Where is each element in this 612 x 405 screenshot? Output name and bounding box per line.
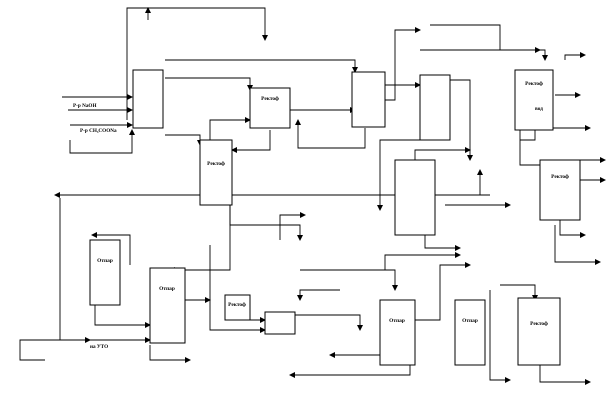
flow-line	[385, 27, 421, 101]
stream-label: на УТО	[90, 344, 108, 350]
flow-line	[500, 284, 538, 301]
process-unit: Ректоф	[514, 69, 554, 131]
flow-line	[279, 212, 306, 240]
unit-label: Ректоф	[228, 301, 246, 308]
process-unit	[394, 159, 436, 236]
unit-label: Ректоф	[261, 95, 279, 102]
flow-line	[169, 205, 231, 273]
process-units: Ректоф Ректоф Отпар Ректоф Отпар	[89, 69, 581, 366]
flow-line	[149, 345, 191, 363]
flow-line	[165, 59, 358, 73]
process-unit: Ректоф	[199, 139, 233, 206]
flow-line	[300, 269, 398, 291]
process-unit: Отпар	[379, 299, 416, 366]
process-unit: Отпар	[89, 239, 121, 306]
process-unit: Ректоф	[224, 294, 251, 321]
unit-label: Отпар	[389, 318, 405, 324]
flow-lines	[19, 7, 606, 385]
flow-line	[165, 134, 203, 146]
flow-line	[91, 232, 131, 265]
stream-labels: Р-р NaOH Р-р CH₃COONa вод на УТО	[73, 103, 543, 350]
flow-line	[165, 77, 253, 91]
flow-line	[209, 245, 266, 333]
flow-line	[559, 218, 586, 238]
flow-line	[414, 147, 471, 160]
process-unit	[351, 71, 386, 128]
flow-line	[69, 129, 135, 154]
process-unit	[264, 311, 296, 335]
flow-line	[554, 225, 601, 265]
process-unit: Ректоф	[539, 159, 581, 221]
process-unit: Ректоф	[517, 297, 561, 366]
flow-line	[430, 24, 548, 61]
stream-label: Р-р CH₃COONa	[80, 128, 117, 134]
unit-label: Отпар	[462, 318, 478, 324]
flow-line	[59, 198, 91, 343]
flow-line	[231, 130, 271, 153]
flow-line	[564, 52, 586, 60]
flow-line	[126, 7, 268, 120]
process-unit: Отпар	[454, 299, 486, 366]
flow-line	[539, 365, 591, 385]
flow-line	[415, 262, 471, 321]
stream-label: Р-р NaOH	[73, 103, 97, 109]
flow-line	[19, 337, 151, 361]
unit-label: Ректоф	[207, 160, 225, 167]
process-unit: Отпар	[149, 267, 186, 344]
flow-line	[297, 289, 340, 301]
flow-line	[209, 117, 251, 141]
unit-label: Ректоф	[525, 80, 543, 87]
process-unit	[132, 69, 164, 129]
flow-line	[384, 252, 461, 270]
process-unit	[419, 74, 451, 141]
flow-line	[520, 125, 591, 141]
flow-line	[229, 180, 303, 241]
flow-line	[295, 314, 363, 331]
process-unit: Ректоф	[249, 87, 291, 129]
flow-line	[295, 119, 366, 149]
unit-label: Отпар	[97, 258, 113, 264]
flow-line	[424, 235, 461, 251]
flow-line	[489, 290, 511, 383]
unit-label: Ректоф	[530, 320, 548, 327]
stream-label: вод	[535, 106, 543, 112]
flow-line	[440, 169, 483, 196]
unit-label: Отпар	[159, 286, 175, 292]
flow-line	[94, 305, 151, 328]
unit-label: Ректоф	[551, 173, 569, 180]
